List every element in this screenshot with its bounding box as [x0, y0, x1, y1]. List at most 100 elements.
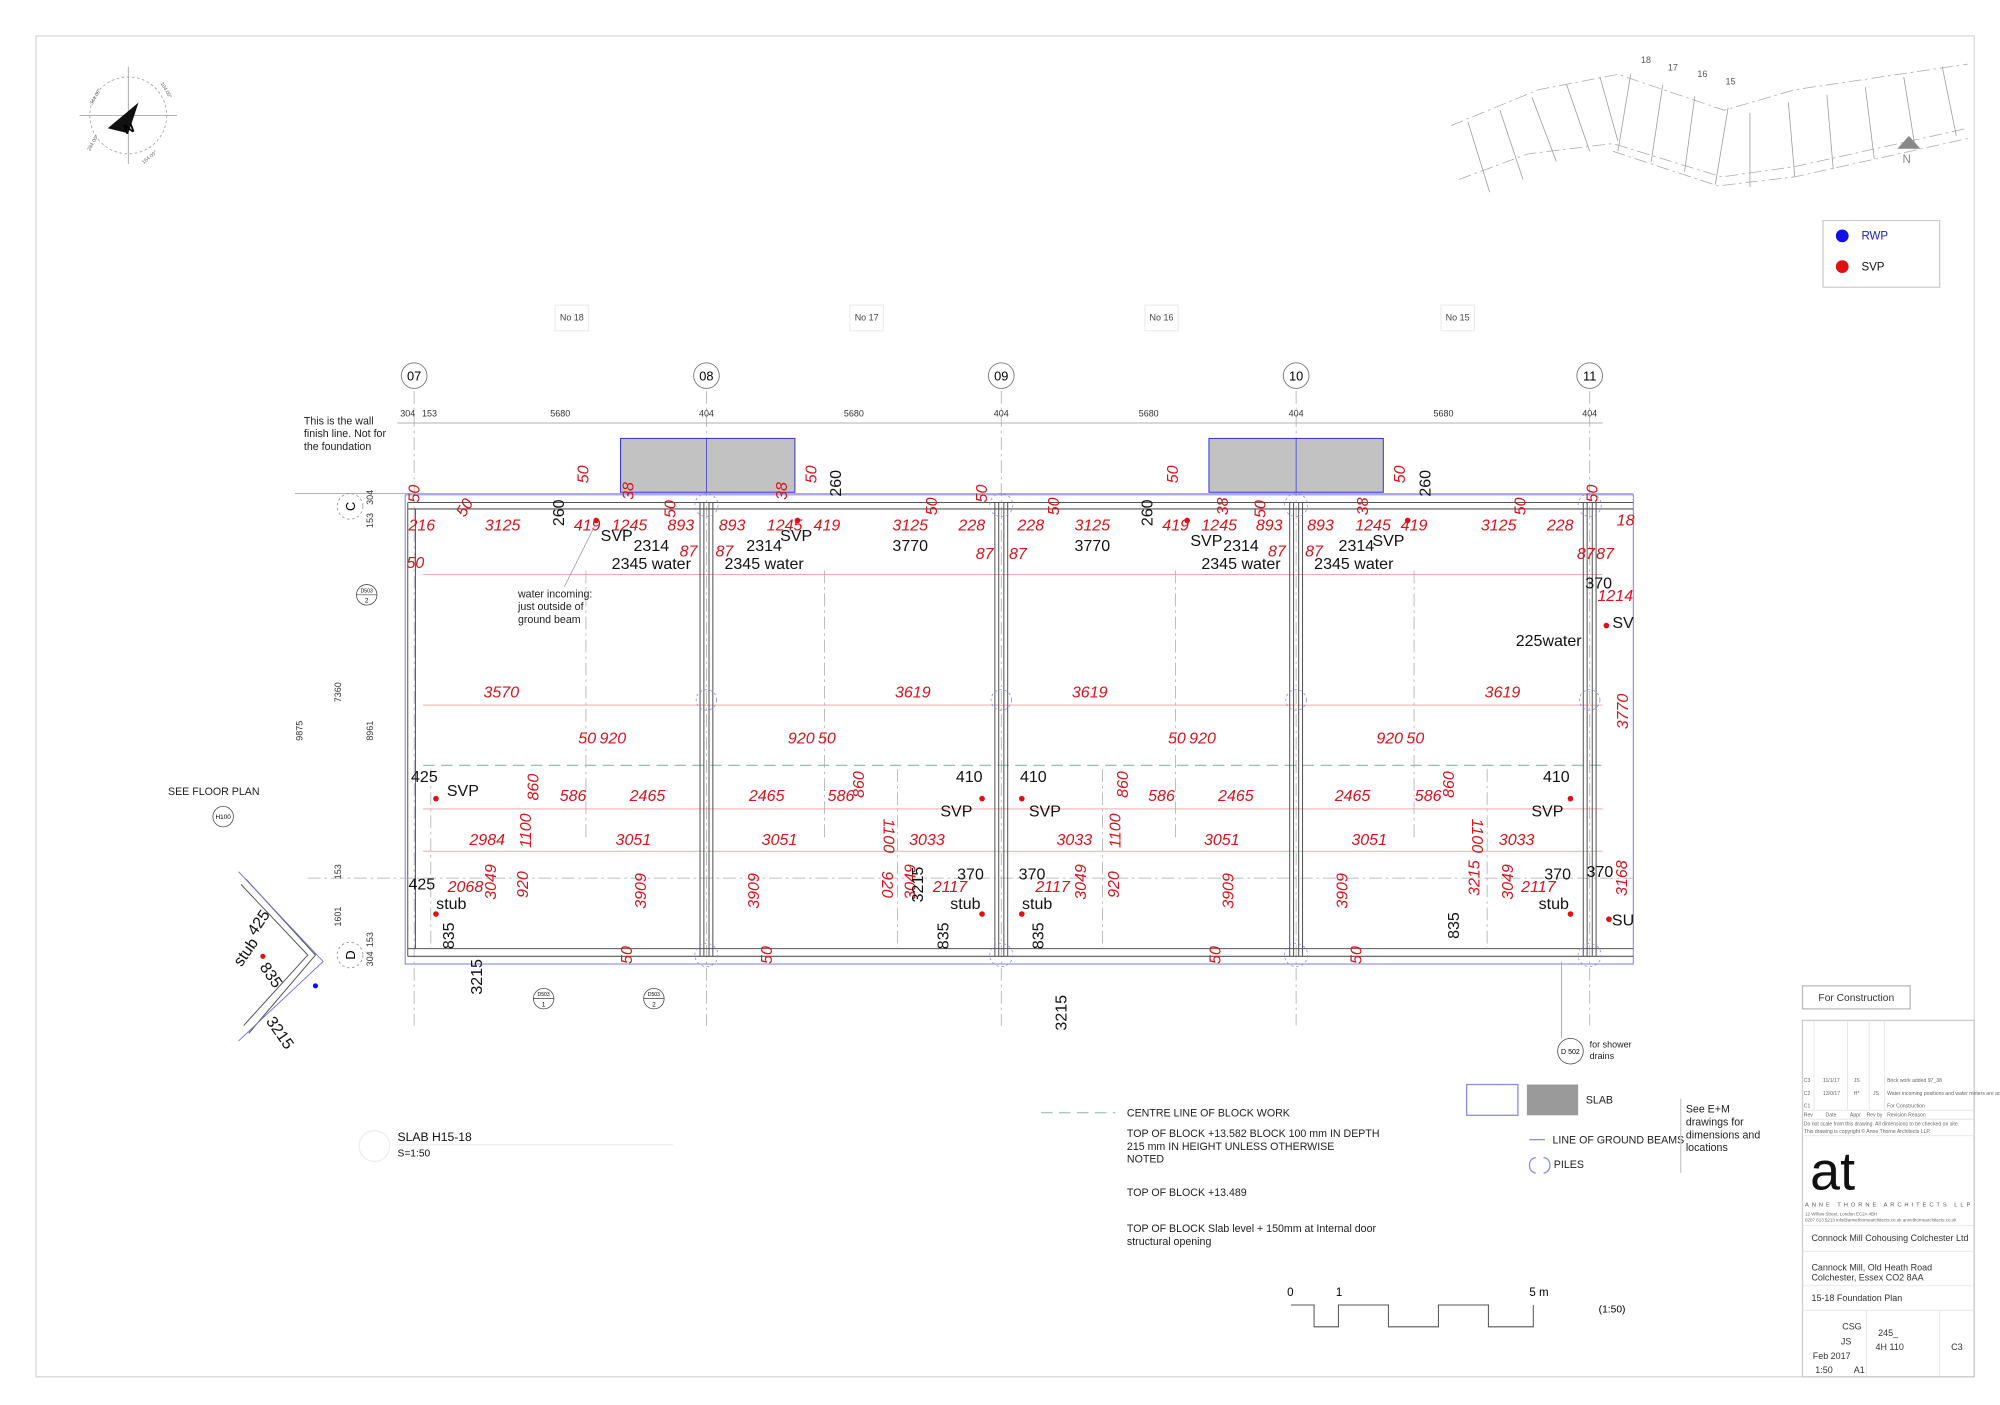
house-label: No 17	[855, 312, 879, 322]
note-line: just outside of	[517, 601, 584, 613]
setting-out-dimension: 87	[1009, 545, 1028, 563]
service-dimension: stub	[950, 895, 980, 913]
service-dimension: stub	[1022, 895, 1052, 913]
setting-out-dimension: 3033	[1499, 831, 1535, 849]
wall-finish-note: This is the wall finish line. Not for th…	[304, 415, 387, 453]
house-label: No 15	[1446, 312, 1470, 322]
service-dimension: SVP	[601, 527, 633, 545]
svp-dot-icon	[1404, 517, 1411, 524]
service-dimension: 225water	[1516, 632, 1583, 650]
key-plan-north: N	[1902, 154, 1910, 166]
revision-rev: C1	[1804, 1104, 1811, 1110]
service-dimension: 2345 water	[1201, 555, 1281, 573]
service-dimension: SU	[1612, 912, 1634, 930]
service-dimension: stub	[1539, 895, 1569, 913]
setting-out-dimension: 3909	[1219, 873, 1237, 909]
shower-drain-ref[interactable]: D 502 for shower drains	[1557, 961, 1632, 1065]
setting-out-dimension: 50	[405, 485, 423, 503]
pile-icon	[694, 493, 719, 518]
service-dimension: 260	[1417, 470, 1435, 497]
rev-header: Rev	[1804, 1113, 1814, 1119]
grid-bubble-row-C: C	[336, 493, 364, 520]
drawing-title-text: SLAB H15-18	[397, 1130, 472, 1144]
grid-dimension: 304	[365, 951, 375, 966]
setting-out-dimension: 3909	[1333, 873, 1351, 909]
svp-dot-icon	[1018, 795, 1025, 802]
drawing-number: 4H 110	[1876, 1342, 1904, 1352]
grid-bubble-row-D: D	[336, 941, 364, 969]
key-block1: NOTED	[1127, 1154, 1165, 1166]
key-piles: PILES	[1554, 1159, 1584, 1171]
setting-out-dimension: 920	[1105, 871, 1123, 898]
service-dimension: 425	[411, 768, 438, 786]
setting-out-dimension: 1214	[1598, 587, 1634, 605]
key-plan-house: 16	[1697, 69, 1707, 79]
grid-label: C	[343, 502, 358, 511]
legend-rwp: RWP	[1861, 231, 1888, 243]
shower-note: for shower	[1590, 1039, 1632, 1049]
setting-out-dimension: 2465	[1334, 787, 1371, 805]
setting-out-dimension: 50	[578, 730, 596, 748]
grid-label: 08	[699, 369, 713, 384]
service-dimension: stub	[436, 895, 466, 913]
grid-label: 09	[994, 369, 1008, 384]
revision-reason: Water incoming positions and water meter…	[1887, 1091, 2000, 1097]
setting-out-dimension: 216	[407, 517, 435, 535]
setting-out-dimension: 50	[1391, 465, 1409, 483]
setting-out-dimension: 50	[1406, 730, 1424, 748]
service-dimension: 2314	[1223, 537, 1259, 555]
setting-out-dimension: 3049	[482, 864, 500, 900]
setting-out-dimension: 3909	[632, 873, 650, 909]
see-floor-plan: SEE FLOOR PLAN	[168, 786, 260, 798]
section-ref-sheet: D503	[648, 992, 660, 998]
setting-out-dimension: 228	[957, 517, 985, 535]
setting-out-dimension: 87	[1268, 542, 1287, 560]
sheet-border	[35, 35, 1975, 1378]
pile-icon	[1284, 943, 1309, 967]
service-dimension: SVP	[1531, 803, 1563, 821]
setting-out-dimension: 893	[1307, 517, 1334, 535]
grid-dimension: 304	[400, 409, 415, 419]
setting-out-dimension: 87	[680, 542, 699, 560]
slab-outline-swatch	[1465, 1083, 1519, 1116]
setting-out-dimension: 893	[667, 517, 694, 535]
revision-appr: H*	[1854, 1091, 1860, 1097]
setting-out-dimension: 3033	[1057, 831, 1093, 849]
setting-out-dimension: 87	[1596, 545, 1615, 563]
setting-out-dimension: 50	[574, 465, 592, 483]
setting-out-dimension: 920	[1189, 730, 1216, 748]
grid-bubble-09: 09	[988, 362, 1015, 389]
setting-out-dimension: 3049	[1499, 864, 1517, 900]
key-em-note: See E+M	[1686, 1104, 1730, 1116]
setting-out-dimension: 893	[1256, 517, 1283, 535]
floor-plan-ref-bubble[interactable]: H100	[212, 805, 234, 828]
floor-plan-ref: H100	[216, 814, 232, 821]
house-label: No 18	[560, 312, 584, 322]
key-plan: 18 17 16 15 N	[1451, 55, 1968, 193]
checked-by: JS	[1841, 1337, 1851, 1347]
note-line: finish line. Not for	[304, 428, 387, 440]
drawing-title: SLAB H15-18 S=1:50	[358, 1130, 674, 1163]
setting-out-dimension: 228	[1016, 517, 1044, 535]
setting-out-dimension: 38	[1214, 497, 1232, 515]
revision-date: 13/0/17	[1823, 1091, 1840, 1097]
status-stamp	[1801, 985, 1911, 1010]
service-dimension: SVP	[447, 782, 479, 800]
setting-out-dimension: 2984	[468, 831, 505, 849]
pile-icon	[1579, 689, 1601, 711]
setting-out-dimension: 860	[1440, 771, 1458, 798]
setting-out-dimension: 3619	[1072, 683, 1108, 701]
setting-out-dimension: 586	[1148, 787, 1175, 805]
svp-dot-icon	[1603, 622, 1610, 629]
drawing-number: 245_	[1878, 1328, 1899, 1338]
rev-header: Date	[1826, 1113, 1837, 1119]
service-dimension: 835	[440, 922, 458, 949]
setting-out-dimension: 50	[1168, 730, 1186, 748]
service-dimension: SVP	[1372, 532, 1404, 550]
note-line: the foundation	[304, 441, 371, 453]
